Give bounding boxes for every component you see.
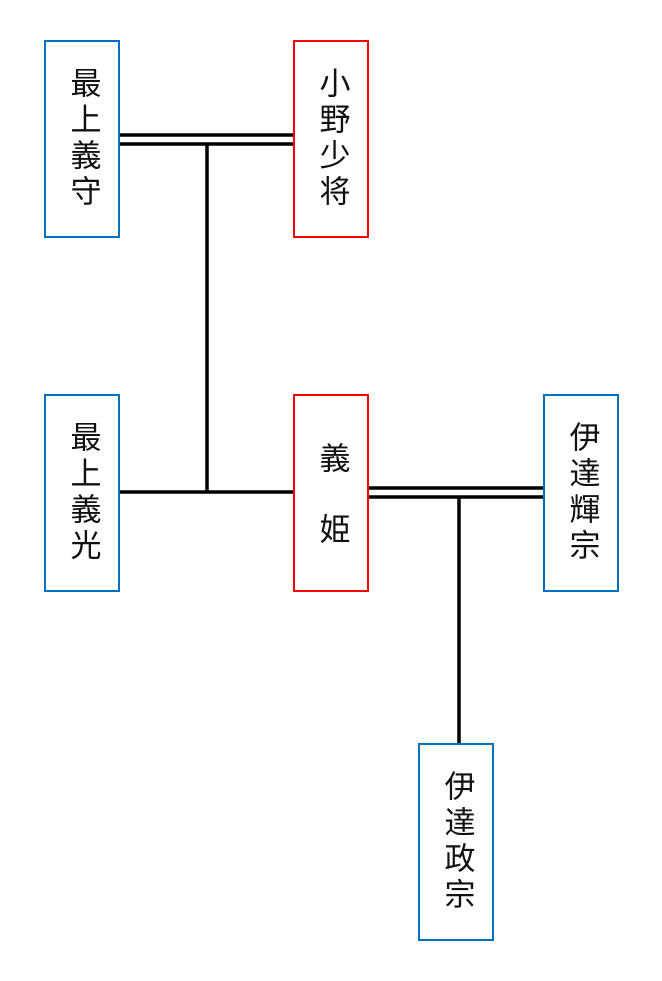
person-name: 最上義守 [64,67,101,211]
person-name: 伊達政宗 [438,770,475,914]
person-mogami-yoshimori: 最上義守 [44,40,120,238]
person-yoshihime: 義姫 [293,394,369,592]
person-name: 義姫 [313,442,350,584]
person-name: 伊達輝宗 [563,421,600,565]
person-date-terumune: 伊達輝宗 [543,394,619,592]
person-date-masamune: 伊達政宗 [418,743,494,941]
person-ono-shosho: 小野少将 [293,40,369,238]
person-name: 最上義光 [64,421,101,565]
person-mogami-yoshiaki: 最上義光 [44,394,120,592]
person-name: 小野少将 [313,67,350,211]
